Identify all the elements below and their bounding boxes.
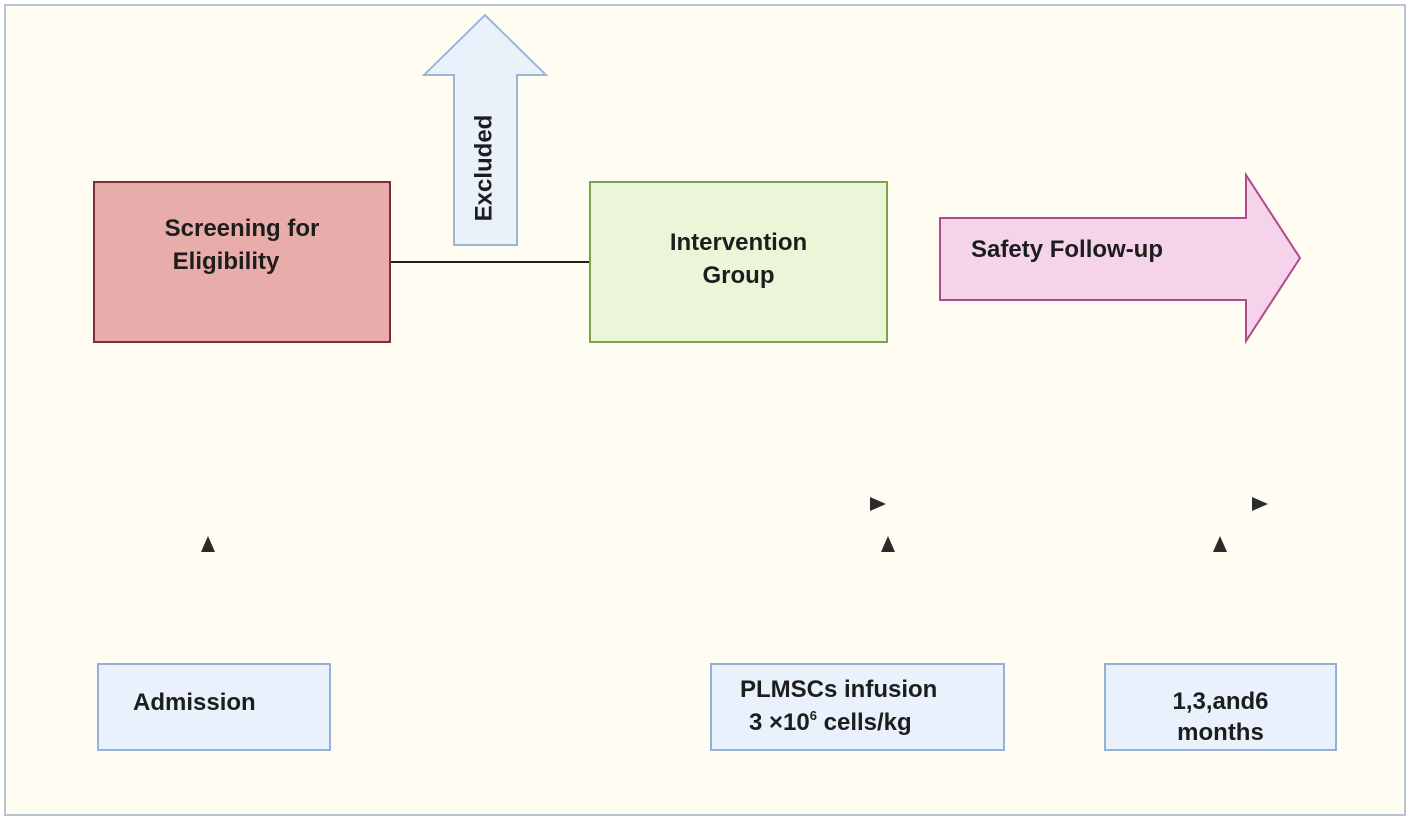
timeline-arrow-1-head xyxy=(870,497,886,511)
infusion-dose-prefix: 3 ×10 xyxy=(749,709,810,736)
screening-line2: Eligibility xyxy=(172,248,280,275)
infusion-dose-exponent: 6 xyxy=(809,708,817,723)
months-box xyxy=(1104,663,1337,751)
excluded-label: Excluded xyxy=(470,114,498,222)
screening-line1: Screening for xyxy=(164,215,320,242)
infusion-line2: 3 ×106 cells/kg xyxy=(749,706,937,739)
admission-box xyxy=(97,663,331,751)
follow-up-label: Safety Follow-up xyxy=(971,236,1163,263)
pointer-admission-head xyxy=(201,536,215,552)
pointer-infusion-head xyxy=(881,536,895,552)
screening-box xyxy=(93,181,391,343)
intervention-line1: Intervention xyxy=(669,229,808,256)
infusion-label: PLMSCs infusion 3 ×106 cells/kg xyxy=(740,673,937,739)
intervention-box xyxy=(589,181,888,343)
pointer-months-head xyxy=(1213,536,1227,552)
months-line1: 1,3,and6 xyxy=(1172,688,1269,715)
infusion-line1: PLMSCs infusion xyxy=(740,676,938,703)
admission-label: Admission xyxy=(133,689,256,716)
intervention-label: Intervention Group xyxy=(590,226,887,292)
months-line2: months xyxy=(1177,719,1264,746)
timeline-arrow-2-head xyxy=(1252,497,1268,511)
infusion-box xyxy=(710,663,1005,751)
excluded-arrow xyxy=(421,13,549,246)
infusion-dose-suffix: cells/kg xyxy=(816,709,912,736)
intervention-line2: Group xyxy=(702,262,775,289)
follow-up-arrow xyxy=(939,171,1302,345)
screening-label: Screening for Eligibility xyxy=(94,212,390,278)
months-label: 1,3,and6 months xyxy=(1105,686,1336,748)
